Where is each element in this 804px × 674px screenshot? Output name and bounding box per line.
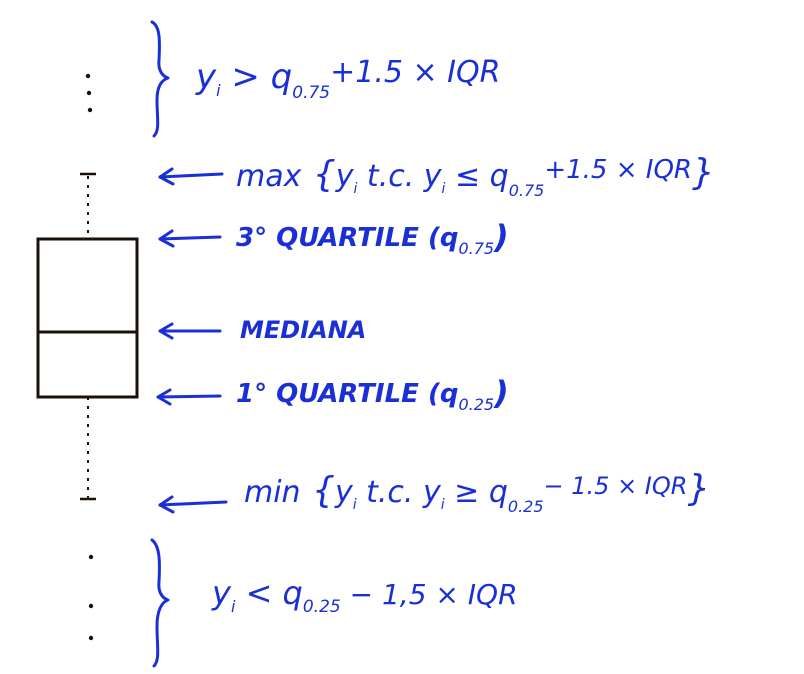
outlier-point: [86, 90, 92, 96]
third-quartile-label: 3° QUARTILE (q0.75): [236, 218, 509, 258]
interquartile-box: [36, 237, 139, 399]
outlier-point: [88, 554, 94, 560]
first-quartile-label: 1° QUARTILE (q0.25): [236, 374, 509, 414]
max-whisker-label: max {yi t.c. yi ≤ q0.75+1.5 × IQR}: [236, 152, 715, 200]
first-quartile-arrow: [156, 388, 222, 406]
lower-outliers-condition: yi < q0.25 − 1,5 × IQR: [211, 574, 518, 617]
outlier-point: [88, 603, 94, 609]
upper-outliers-condition: yi > q0.75+1.5 × IQR: [195, 55, 501, 103]
max-arrow: [158, 167, 224, 186]
outlier-point: [88, 635, 94, 641]
third-quartile-arrow: [158, 229, 222, 248]
min-arrow: [158, 495, 228, 514]
median-arrow: [158, 322, 222, 340]
boxplot: [36, 73, 139, 641]
upper-outlier-points: [85, 73, 93, 113]
outlier-point: [85, 73, 91, 79]
outlier-point: [87, 107, 93, 113]
lower-outlier-points: [88, 554, 94, 641]
median-label: MEDIANA: [240, 316, 366, 344]
upper-outliers-brace: [150, 20, 170, 138]
lower-outliers-brace: [150, 538, 170, 668]
min-whisker-label: min {yi t.c. yi ≥ q0.25− 1.5 × IQR}: [244, 468, 710, 516]
